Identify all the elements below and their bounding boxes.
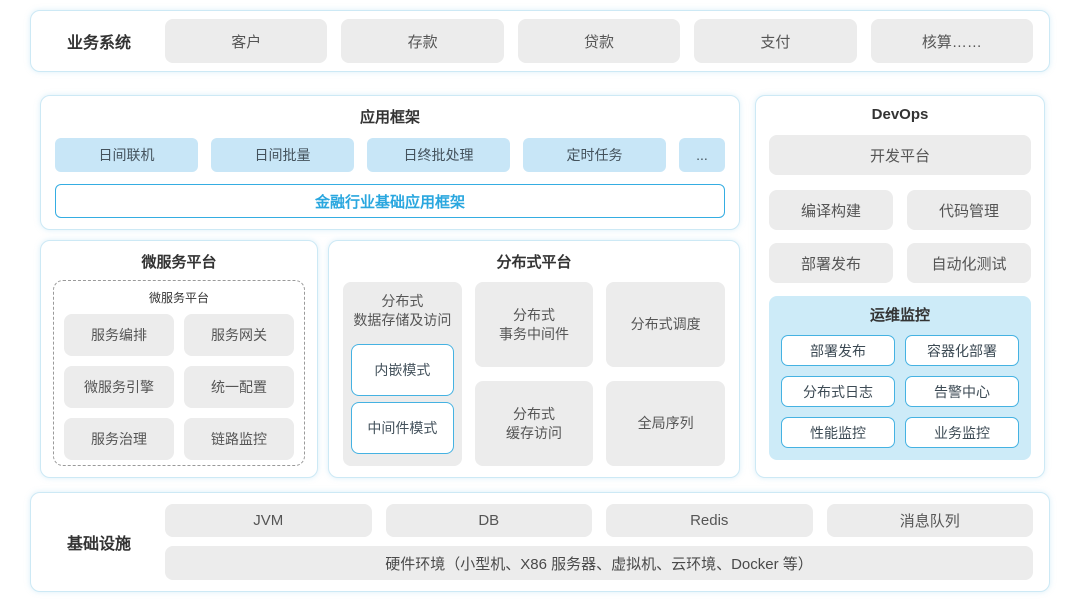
microservice-inner-title: 微服务平台	[148, 291, 209, 305]
business-item-accounting: 核算……	[870, 19, 1034, 63]
chip-daytime-online: 日间联机	[55, 138, 198, 172]
hardware-environment-box: 硬件环境（小型机、X86 服务器、虚拟机、云环境、Docker 等）	[165, 546, 1033, 580]
ms-orchestration: 服务编排	[64, 314, 174, 356]
ms-governance: 服务治理	[64, 418, 174, 460]
infrastructure-content: JVM DB Redis 消息队列 硬件环境（小型机、X86 服务器、虚拟机、云…	[165, 504, 1033, 580]
storage-label-line2: 数据存储及访问	[353, 311, 452, 328]
infra-redis: Redis	[606, 504, 813, 537]
infrastructure-label: 基础设施	[66, 536, 131, 553]
app-framework-panel: 应用框架 日间联机 日间批量 日终批处理 定时任务 ... 金融行业基础应用框架	[40, 95, 740, 230]
business-item-customer: 客户	[165, 19, 328, 63]
chip-more: ...	[679, 138, 725, 172]
monitor-performance: 性能监控	[781, 417, 895, 448]
app-framework-chip-row: 日间联机 日间批量 日终批处理 定时任务 ...	[55, 138, 725, 172]
infrastructure-panel: 基础设施 JVM DB Redis 消息队列 硬件环境（小型机、X86 服务器、…	[30, 492, 1050, 592]
ms-engine: 微服务引擎	[64, 366, 174, 408]
transaction-line2: 事务中间件	[498, 325, 569, 342]
distributed-storage-box: 分布式 数据存储及访问 内嵌模式 中间件模式	[343, 282, 462, 466]
devops-dev-platform: 开发平台	[769, 135, 1031, 175]
devops-deploy: 部署发布	[769, 243, 893, 283]
cache-line2: 缓存访问	[505, 424, 562, 441]
business-systems-panel: 业务系统 客户 存款 贷款 支付 核算……	[30, 10, 1050, 72]
infra-jvm: JVM	[165, 504, 372, 537]
devops-code-mgmt: 代码管理	[907, 190, 1031, 230]
devops-row-1: 编译构建 代码管理	[769, 190, 1031, 230]
distributed-cache-box: 分布式 缓存访问	[474, 381, 594, 466]
chip-daytime-batch: 日间批量	[211, 138, 354, 172]
middleware-mode-box: 中间件模式	[351, 401, 454, 454]
monitor-business: 业务监控	[905, 417, 1019, 448]
ops-monitor-title: 运维监控	[869, 307, 930, 324]
distributed-right-column: 分布式调度 全局序列	[606, 282, 725, 466]
business-item-deposit: 存款	[341, 19, 504, 63]
ms-trace-monitor: 链路监控	[184, 418, 294, 460]
devops-row-2: 部署发布 自动化测试	[769, 243, 1031, 283]
chip-eod-batch: 日终批处理	[367, 138, 510, 172]
finance-base-framework: 金融行业基础应用框架	[55, 184, 725, 218]
devops-title: DevOps	[871, 106, 929, 123]
monitor-alert-center: 告警中心	[905, 376, 1019, 407]
distributed-storage-column: 分布式 数据存储及访问 内嵌模式 中间件模式	[343, 282, 462, 466]
embedded-mode-box: 内嵌模式	[351, 343, 454, 396]
devops-build: 编译构建	[769, 190, 893, 230]
transaction-line1: 分布式	[512, 306, 555, 323]
business-item-loan: 贷款	[517, 19, 681, 63]
microservice-inner-box: 微服务平台 服务编排 服务网关 微服务引擎 统一配置 服务治理 链路监控	[53, 280, 305, 466]
global-sequence-box: 全局序列	[606, 381, 725, 466]
distributed-transaction-box: 分布式 事务中间件	[474, 282, 594, 367]
cache-label: 分布式 缓存访问	[506, 405, 562, 443]
cache-line1: 分布式	[512, 405, 555, 422]
devops-auto-test: 自动化测试	[907, 243, 1031, 283]
monitor-container-deploy: 容器化部署	[905, 335, 1019, 366]
distributed-title: 分布式平台	[496, 254, 572, 271]
microservice-grid: 服务编排 服务网关 微服务引擎 统一配置 服务治理 链路监控	[64, 314, 294, 460]
storage-label-line1: 分布式	[381, 293, 424, 309]
monitor-deploy-release: 部署发布	[781, 335, 895, 366]
business-systems-label: 业务系统	[66, 35, 131, 52]
infrastructure-row: JVM DB Redis 消息队列	[165, 504, 1033, 537]
microservice-title: 微服务平台	[141, 254, 217, 271]
monitor-distributed-log: 分布式日志	[781, 376, 895, 407]
ms-unified-config: 统一配置	[184, 366, 294, 408]
devops-panel: DevOps 开发平台 编译构建 代码管理 部署发布 自动化测试 运维监控 部署…	[755, 95, 1045, 478]
ms-gateway: 服务网关	[184, 314, 294, 356]
business-item-payment: 支付	[694, 19, 857, 63]
infra-mq: 消息队列	[826, 504, 1033, 537]
app-framework-title: 应用框架	[359, 109, 420, 126]
ops-monitor-panel: 运维监控 部署发布 容器化部署 分布式日志 告警中心 性能监控 业务监控	[769, 296, 1031, 460]
distributed-columns: 分布式 数据存储及访问 内嵌模式 中间件模式 分布式 事务中间件 分布式	[343, 282, 725, 466]
microservice-panel: 微服务平台 微服务平台 服务编排 服务网关 微服务引擎 统一配置 服务治理 链路…	[40, 240, 318, 478]
transaction-label: 分布式 事务中间件	[499, 306, 569, 344]
distributed-scheduler-box: 分布式调度	[606, 282, 725, 367]
distributed-middle-column: 分布式 事务中间件 分布式 缓存访问	[474, 282, 594, 466]
ops-monitor-grid: 部署发布 容器化部署 分布式日志 告警中心 性能监控 业务监控	[781, 335, 1019, 448]
chip-scheduled-task: 定时任务	[523, 138, 666, 172]
distributed-storage-label: 分布式 数据存储及访问	[351, 292, 454, 330]
infra-db: DB	[385, 504, 592, 537]
distributed-panel: 分布式平台 分布式 数据存储及访问 内嵌模式 中间件模式 分布式 事务中间件	[328, 240, 740, 478]
